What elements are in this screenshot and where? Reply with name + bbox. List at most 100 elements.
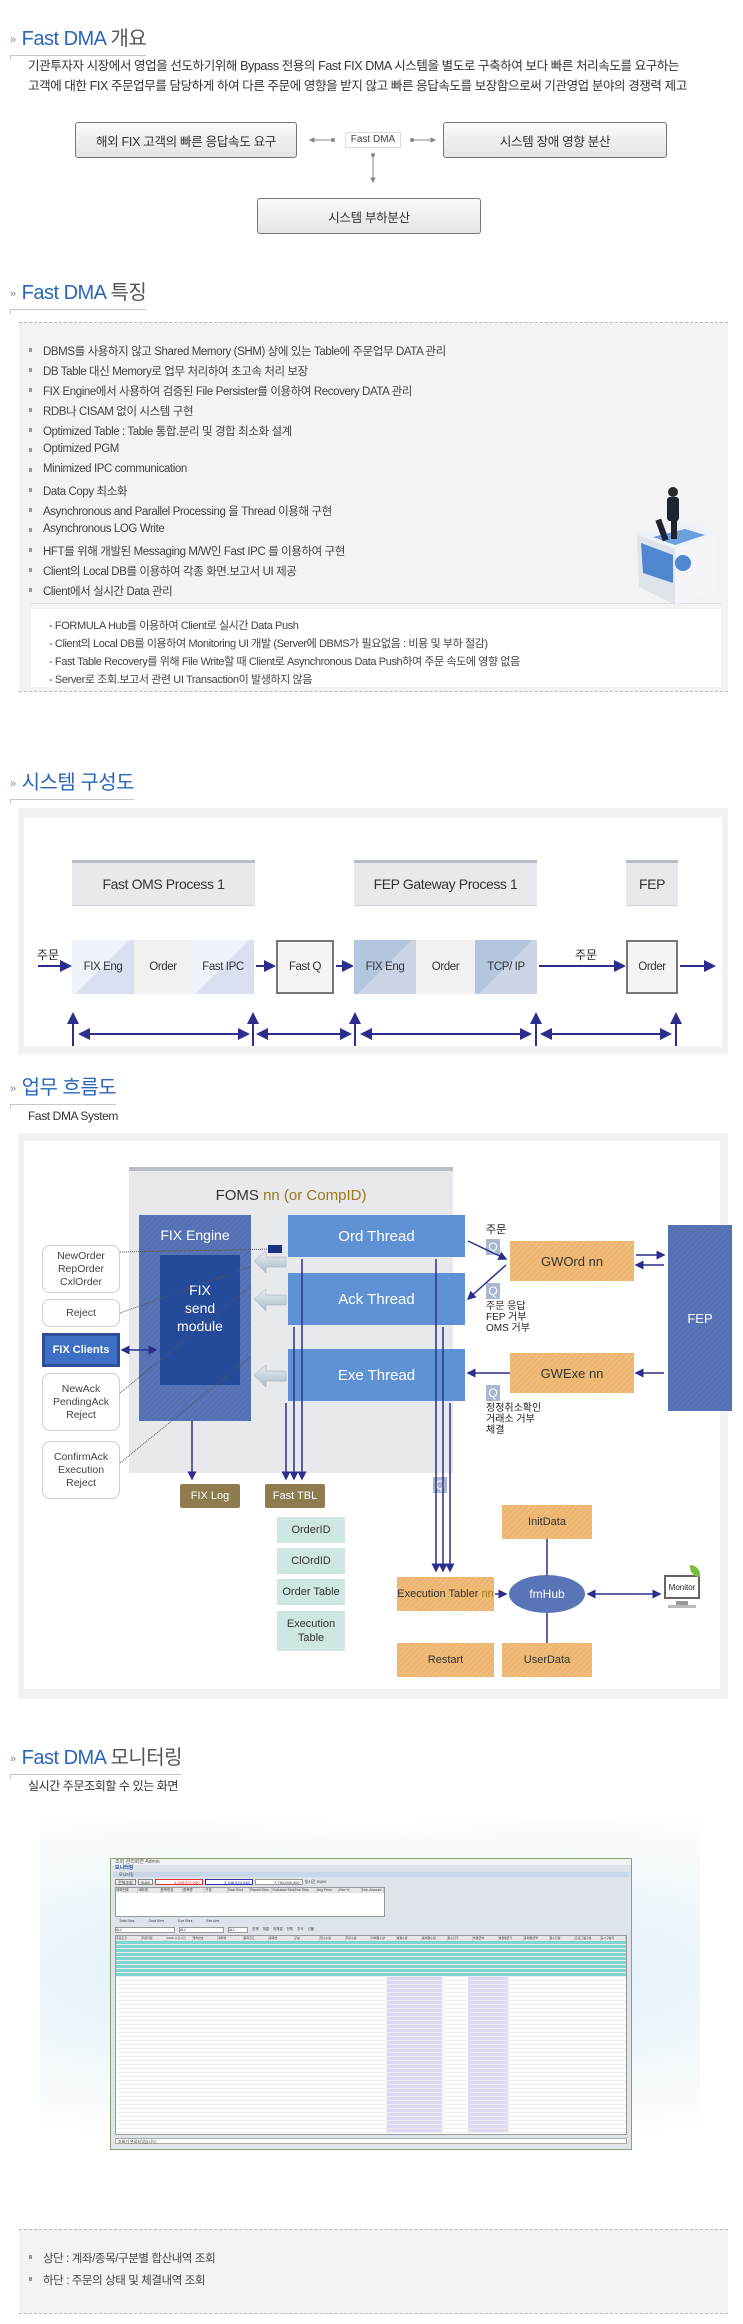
- mon-grid-row[interactable]: [116, 2069, 626, 2073]
- mon-grid-row[interactable]: [116, 1953, 626, 1957]
- mon-grid-row[interactable]: [116, 1949, 626, 1953]
- feature-item: DB Table 대신 Memory로 업무 처리하여 초고속 처리 보장: [29, 363, 308, 379]
- mon-grid-row[interactable]: [116, 2001, 626, 2005]
- mon-lower-col: 종목코드: [244, 1936, 269, 1941]
- double-chevron-icon: »: [10, 777, 16, 790]
- mon-grid-row[interactable]: [116, 1941, 626, 1945]
- double-chevron-icon: »: [10, 1082, 16, 1095]
- mon-grid-row[interactable]: [116, 2085, 626, 2089]
- mon-grid-row[interactable]: [116, 2033, 626, 2037]
- mon-grid-row[interactable]: [116, 2009, 626, 2013]
- cell-fep-order-final: Order: [626, 940, 678, 994]
- monitor-stand: [676, 1601, 688, 1605]
- mon-lower-col: 주문수량: [346, 1936, 371, 1941]
- mon-upper-col: 종목명: [183, 1888, 206, 1893]
- mon-lower-col: 접수잔량: [550, 1936, 575, 1941]
- mon-grid-row[interactable]: [116, 2005, 626, 2009]
- mon-grid-row[interactable]: [116, 2065, 626, 2069]
- feature-subitem: - Client의 Local DB를 이용하여 Monitoring UI 개…: [49, 638, 488, 650]
- mon-grid-row[interactable]: [116, 2093, 626, 2097]
- mon-search-button[interactable]: 전체조회: [115, 1879, 136, 1885]
- section-title-features: »Fast DMA 특징: [10, 276, 147, 314]
- mon-grid-row[interactable]: [116, 2045, 626, 2049]
- feature-item: HFT를 위해 개발된 Messaging M/W인 Fast IPC 를 이용…: [28, 543, 345, 559]
- mon-grid-row[interactable]: [116, 2121, 626, 2125]
- mon-totals: Total Shrs Oust Shrs Exe Shrs Exe Amt: [115, 1919, 627, 1924]
- mon-grid-row[interactable]: [116, 2097, 626, 2101]
- mon-grid-row[interactable]: [116, 2021, 626, 2025]
- mon-grid-row[interactable]: [116, 2041, 626, 2045]
- init-data-box: InitData: [502, 1505, 592, 1539]
- overview-body: 기관투자자 시장에서 영업을 선도하기위해 Bypass 전용의 Fast FI…: [28, 59, 687, 93]
- mon-sum-button[interactable]: SUM: [137, 1879, 153, 1885]
- mon-status-bar: 조회가 완료되었습니다.: [115, 2138, 627, 2144]
- mon-grid-row[interactable]: [116, 1977, 626, 1981]
- architecture-arrows: [38, 960, 716, 1046]
- mon-grid-row[interactable]: [116, 1997, 626, 2001]
- mon-grid-row[interactable]: [116, 1957, 626, 1961]
- mon-grid-row[interactable]: [116, 2113, 626, 2117]
- user-data-box: UserData: [502, 1643, 592, 1677]
- mon-grid-row[interactable]: [116, 2101, 626, 2105]
- fast-tbl-box: Fast TBL: [265, 1484, 325, 1508]
- double-chevron-icon: »: [10, 287, 16, 300]
- mon-grid-row[interactable]: [116, 2029, 626, 2033]
- mon-filter-2[interactable]: ALL: [179, 1927, 224, 1933]
- features-panel: DBMS를 사용하지 않고 Shared Memory (SHM) 상에 있는 …: [19, 322, 728, 692]
- mon-grid-row[interactable]: [116, 2125, 626, 2129]
- mon-grid-row[interactable]: [116, 2049, 626, 2053]
- monitor-base: [668, 1605, 696, 1608]
- mon-filters: ALL ALL ALL 전체 체결 미체결 전체 주식 선물: [115, 1927, 314, 1933]
- mon-grid-row[interactable]: [116, 2057, 626, 2061]
- mon-grid-row[interactable]: [116, 1969, 626, 1973]
- mon-grid-row[interactable]: [116, 2089, 626, 2093]
- fep-block: FEP: [668, 1225, 732, 1411]
- cell-tcp-ip: TCP/ IP: [475, 940, 537, 994]
- mon-grid-row[interactable]: [116, 1989, 626, 1993]
- mon-grid-row[interactable]: [116, 2117, 626, 2121]
- feature-item: RDB나 CISAM 없이 시스템 구현: [28, 403, 194, 419]
- mon-realtime-sum[interactable]: 실시간 SUM: [304, 1879, 326, 1884]
- mon-grid-row[interactable]: [116, 1985, 626, 1989]
- mon-grid-row[interactable]: [116, 2077, 626, 2081]
- mon-grid-row[interactable]: [116, 1961, 626, 1965]
- puzzle-cube-illustration: [637, 487, 717, 605]
- workflow-subtitle: Fast DMA System: [28, 1109, 119, 1123]
- mon-lower-col: 주문타입: [142, 1936, 167, 1941]
- mon-grid-row[interactable]: [116, 2017, 626, 2021]
- mon-grid-row[interactable]: [116, 2013, 626, 2017]
- section-title-monitoring: »Fast DMA 모니터링: [10, 1741, 183, 1779]
- mon-upper-col: Placed Shrs: [250, 1888, 273, 1893]
- overview-center-label: Fast DMA: [345, 132, 401, 148]
- mon-grid-row[interactable]: [116, 2081, 626, 2085]
- mon-grid-row[interactable]: [116, 1993, 626, 1997]
- mon-filter-1[interactable]: ALL: [115, 1927, 175, 1933]
- mon-filter-3[interactable]: ALL: [228, 1927, 248, 1933]
- section-title-overview: »Fast DMA 개요: [10, 22, 147, 60]
- mon-grid-row[interactable]: [116, 2073, 626, 2077]
- mon-grid-row[interactable]: [116, 1965, 626, 1969]
- mon-grid-row[interactable]: [116, 1973, 626, 1977]
- mon-grid-row[interactable]: [116, 2061, 626, 2065]
- mon-lower-col: 체결수량: [397, 1936, 422, 1941]
- gw-exe-box: GWExe nn: [510, 1353, 634, 1393]
- foms-title: FOMS nn (or CompID): [215, 1187, 367, 1204]
- monitor-icon: Monitor: [664, 1575, 700, 1599]
- fix-engine-label: FIX Engine: [160, 1227, 230, 1243]
- mon-grid-row[interactable]: [116, 2109, 626, 2113]
- fix-send-module: FIX send module: [160, 1255, 240, 1385]
- mon-lower-col: 접수수량: [320, 1936, 346, 1941]
- mon-grid-row[interactable]: [116, 2053, 626, 2057]
- mon-grid-row[interactable]: [116, 2129, 626, 2133]
- mon-grid-row[interactable]: [116, 1945, 626, 1949]
- feature-subitem: - FORMULA Hub를 이용하여 Client로 실시간 Data Pus…: [49, 620, 299, 632]
- overview-connectors: [308, 137, 437, 184]
- mon-grid-row[interactable]: [116, 2025, 626, 2029]
- mon-grid-row[interactable]: [116, 2037, 626, 2041]
- mon-grid-row[interactable]: [116, 2105, 626, 2109]
- cell-fast-q: Fast Q: [276, 940, 334, 994]
- table-order-id: OrderID: [277, 1517, 345, 1543]
- mon-grid-row[interactable]: [116, 1981, 626, 1985]
